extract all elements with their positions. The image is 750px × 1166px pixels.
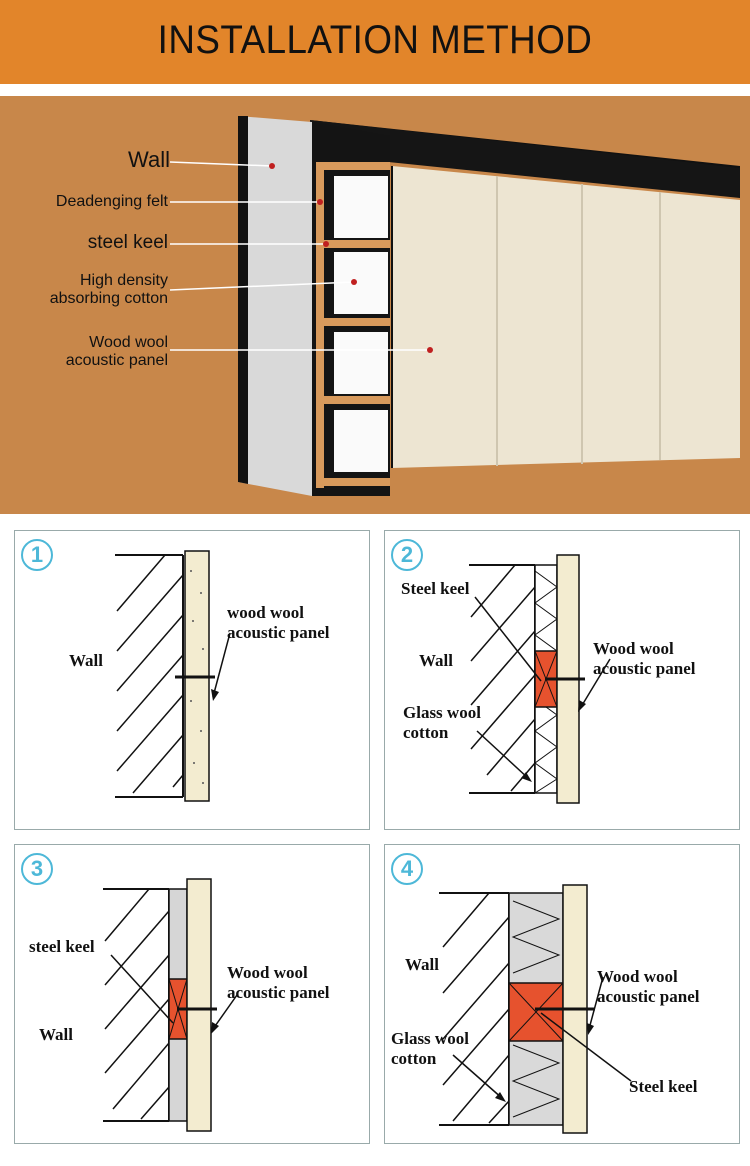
- label-keel: steel keel: [87, 232, 168, 253]
- m2-panel-label: Wood wool acoustic panel: [593, 639, 695, 678]
- m2-panel-line1: Wood wool: [593, 639, 674, 658]
- method-4-diagram: [439, 884, 632, 1134]
- method-number-3: 3: [21, 853, 53, 885]
- label-cotton: High density absorbing cotton: [0, 272, 168, 307]
- method-2-diagram: [469, 554, 611, 804]
- method-number-2: 2: [391, 539, 423, 571]
- m4-glass-line2: cotton: [391, 1048, 437, 1068]
- acoustic-panel-wall: [392, 166, 740, 468]
- keel-post: [316, 162, 324, 488]
- cotton-block: [334, 410, 388, 472]
- m3-panel-line1: Wood wool: [227, 963, 308, 982]
- m4-glass-line1: Glass wool: [391, 1029, 469, 1048]
- wall-cutaway-drawing: [169, 116, 740, 496]
- keel-strip: [316, 396, 390, 404]
- m1-panel-line2: acoustic panel: [227, 622, 330, 642]
- m2-keel-label: Steel keel: [401, 579, 470, 598]
- m4-keel-label: Steel keel: [629, 1077, 698, 1096]
- method-panel-2: 2 Steel keel Wall Wood wool acoustic pan…: [384, 530, 740, 830]
- method-panel-4: 4 Wall Wood wool acoustic panel Glass wo…: [384, 844, 740, 1144]
- label-cotton-line1: High density: [79, 272, 168, 289]
- m1-panel-line1: wood wool: [227, 603, 304, 622]
- m1-wall-label: Wall: [69, 651, 104, 670]
- keel-strip: [316, 318, 390, 326]
- leader-panel: [212, 632, 231, 698]
- m3-wall-label: Wall: [39, 1025, 74, 1044]
- m3-keel-label: steel keel: [29, 937, 95, 956]
- m3-panel-label: Wood wool acoustic panel: [227, 963, 329, 1002]
- method-panel-1: 1 wood wool acoustic panel Wall: [14, 530, 370, 830]
- wall-edge: [238, 116, 248, 484]
- m4-panel-line1: Wood wool: [597, 967, 678, 986]
- method-1-diagram: [115, 550, 231, 802]
- leader-wall: [169, 161, 273, 167]
- leader-cotton: [169, 281, 355, 291]
- concrete-wall: [238, 116, 312, 496]
- m4-panel-label: Wood wool acoustic panel: [597, 967, 699, 1006]
- wall-illustration: Wall Deadenging felt steel keel High den…: [0, 96, 750, 514]
- method-panel-3: 3 steel keel Wall Wood wool acoustic pan…: [14, 844, 370, 1144]
- m2-glass-label: Glass wool cotton: [403, 703, 481, 742]
- m2-glass-line2: cotton: [403, 722, 449, 742]
- top-beam: [310, 120, 740, 198]
- m1-panel-label: wood wool acoustic panel: [227, 603, 329, 642]
- method-number-1: 1: [21, 539, 53, 571]
- m2-glass-line1: Glass wool: [403, 703, 481, 722]
- m2-wall-label: Wall: [419, 651, 454, 670]
- label-panel: Wood wool acoustic panel: [0, 334, 168, 369]
- method-number-4: 4: [391, 853, 423, 885]
- acoustic-panel: [186, 878, 212, 1132]
- label-wall: Wall: [128, 147, 170, 172]
- keel-strip: [316, 478, 390, 486]
- cotton-block: [334, 176, 388, 238]
- m2-panel-line2: acoustic panel: [593, 658, 696, 678]
- m4-wall-label: Wall: [405, 955, 440, 974]
- method-3-diagram: [103, 878, 238, 1132]
- cotton-block: [334, 332, 388, 394]
- wall-hatch: [116, 554, 184, 794]
- label-cotton-line2: absorbing cotton: [49, 289, 168, 307]
- m4-panel-line2: acoustic panel: [597, 986, 700, 1006]
- label-panel-line1: Wood wool: [89, 334, 168, 351]
- panel-texture: [190, 570, 204, 784]
- page-title: INSTALLATION METHOD: [157, 18, 593, 62]
- label-felt: Deadenging felt: [55, 193, 168, 210]
- keel-strip: [316, 240, 390, 248]
- keel-strip: [316, 162, 390, 170]
- m4-glass-label: Glass wool cotton: [391, 1029, 469, 1068]
- header-banner: INSTALLATION METHOD: [0, 0, 750, 84]
- m3-panel-line2: acoustic panel: [227, 982, 330, 1002]
- label-panel-line2: acoustic panel: [65, 351, 168, 369]
